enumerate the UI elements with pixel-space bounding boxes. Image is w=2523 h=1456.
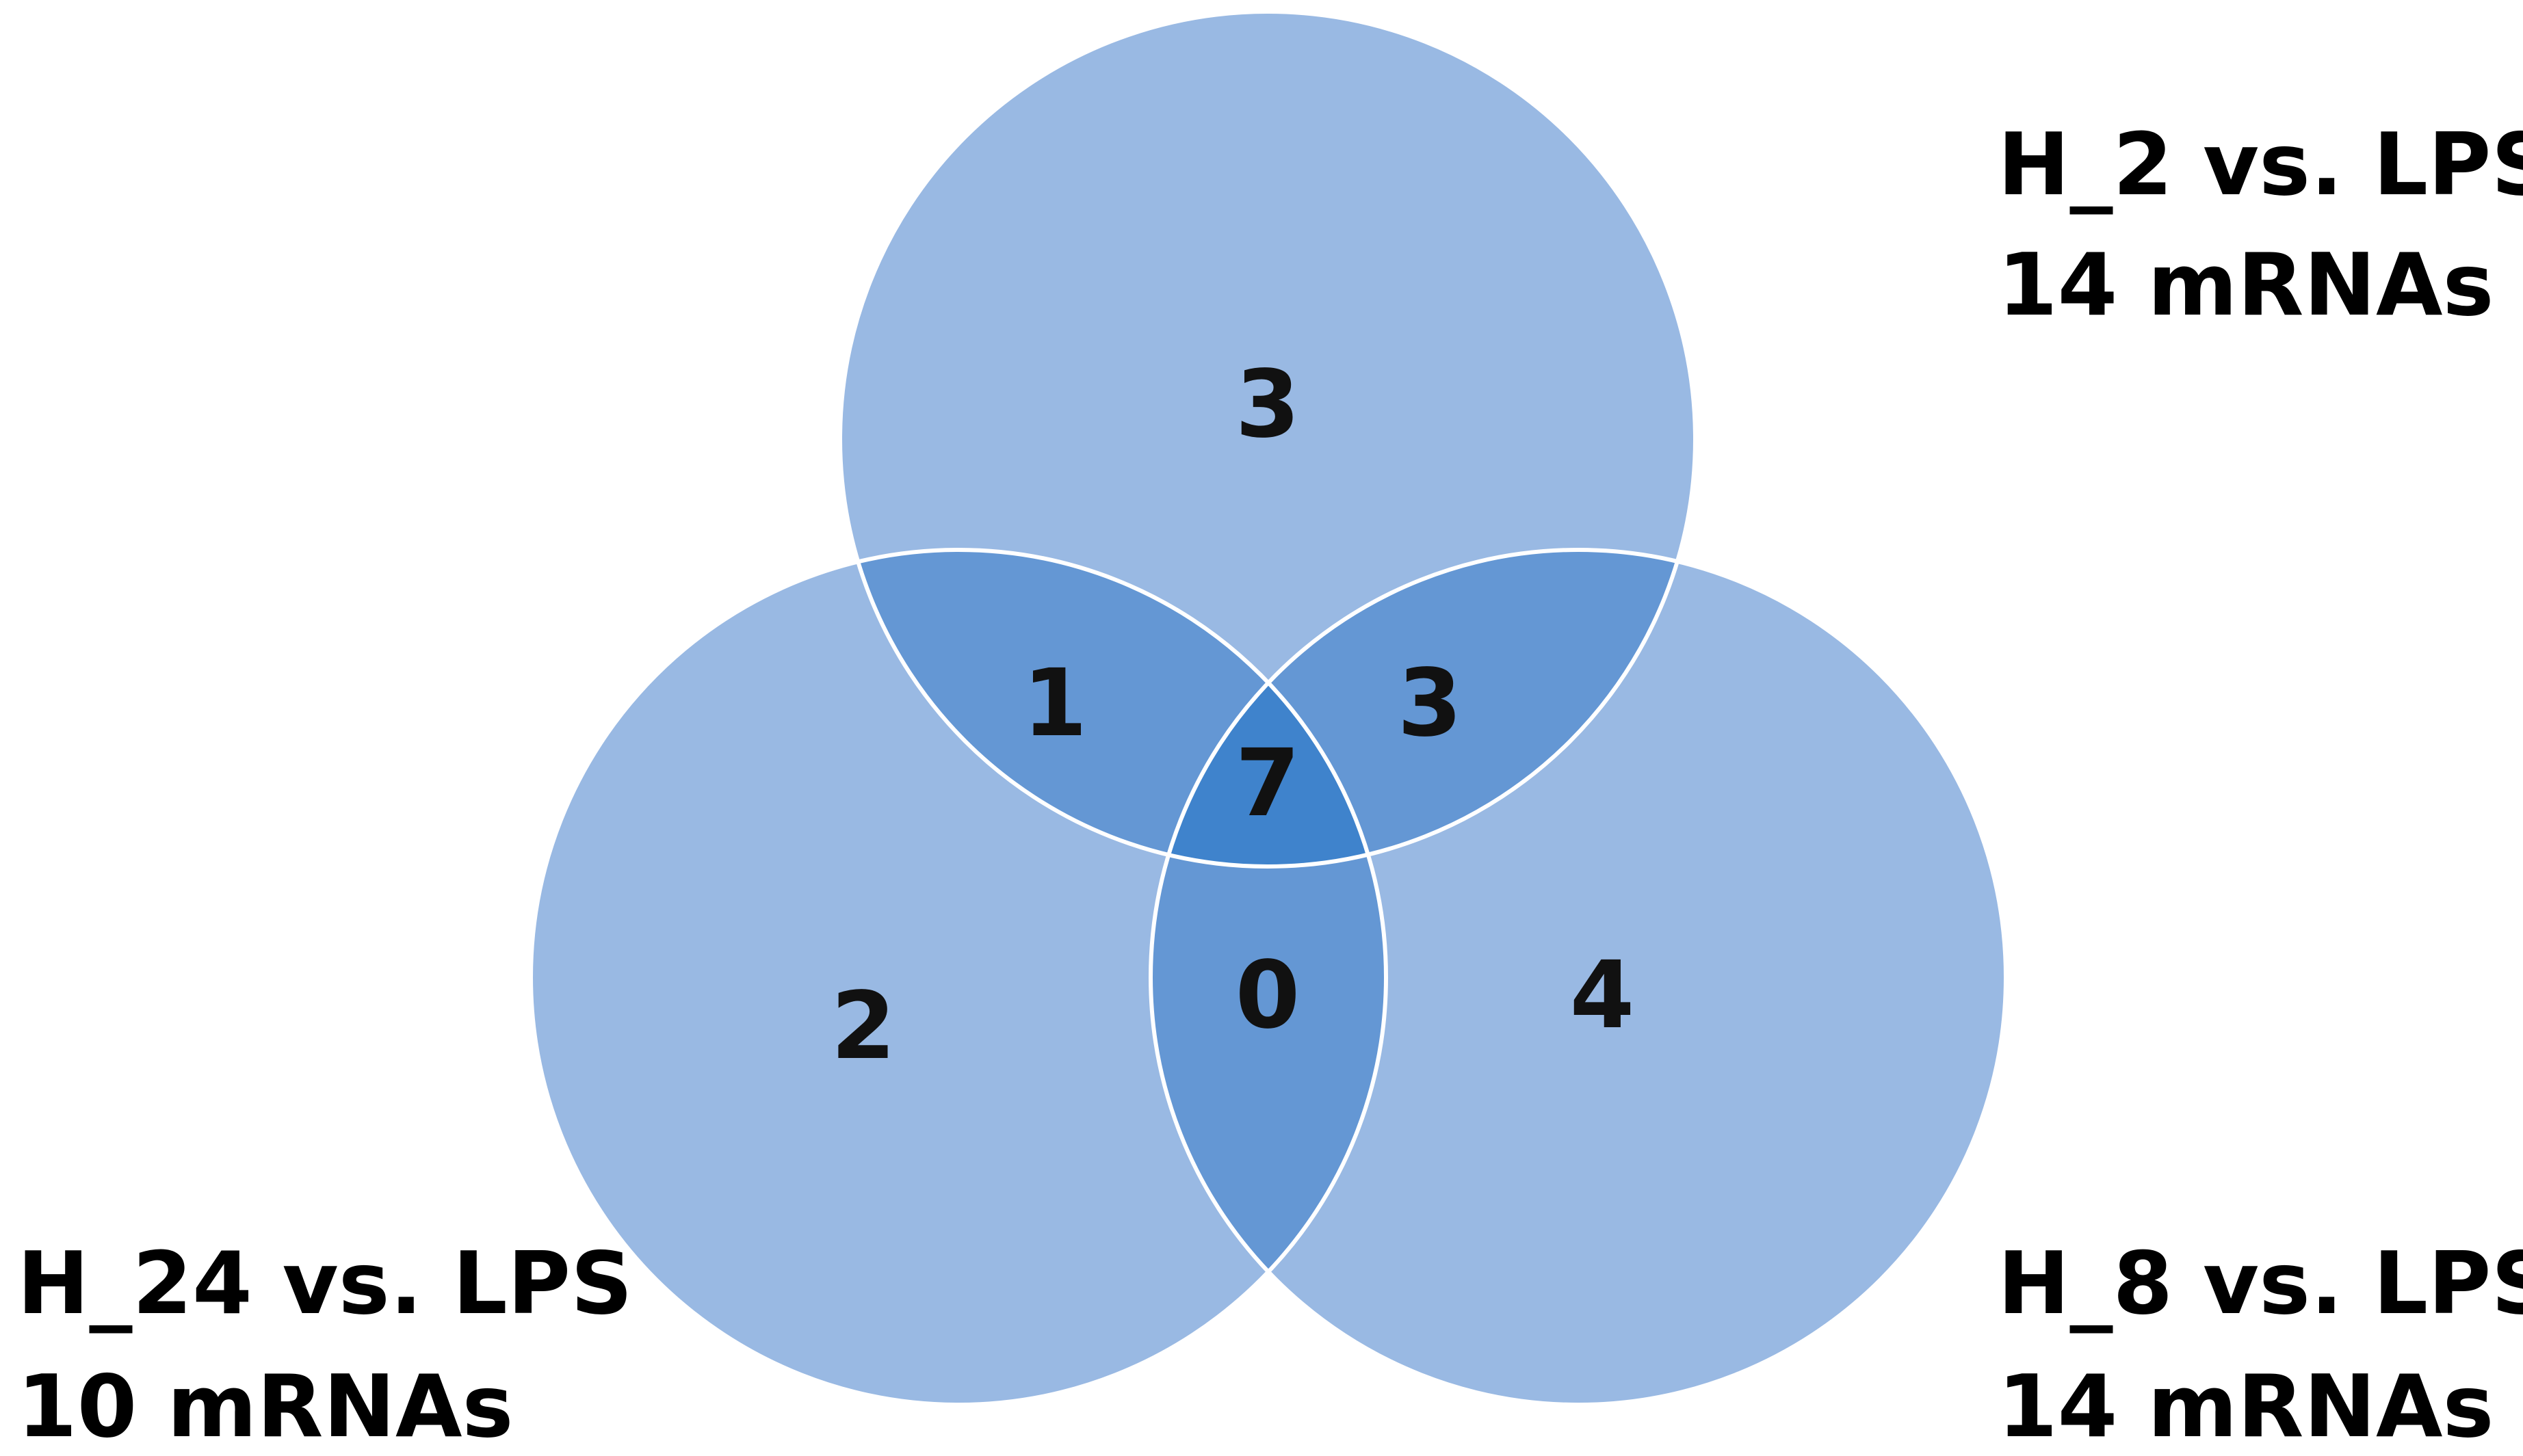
label-right-set-count: 14 mRNAs (1998, 1356, 2494, 1456)
count-right-only: 4 (1570, 942, 1635, 1050)
outline-right (1149, 548, 2008, 1407)
count-left-only: 2 (831, 972, 896, 1081)
count-all-three: 7 (1236, 730, 1300, 838)
label-top-set-name: H_2 vs. LPS (1998, 114, 2523, 215)
region-counts: 3 1 3 7 2 0 4 (831, 351, 1635, 1081)
outline-top (838, 10, 1697, 869)
label-top-set-count: 14 mRNAs (1998, 235, 2494, 335)
count-top-only: 3 (1236, 351, 1300, 459)
count-top-right: 3 (1398, 650, 1463, 758)
overlap-top-left (840, 550, 1386, 866)
label-right-set-name: H_8 vs. LPS (1998, 1233, 2523, 1334)
set-labels: H_2 vs. LPS 14 mRNAs H_24 vs. LPS 10 mRN… (17, 114, 2523, 1456)
label-left-set-name: H_24 vs. LPS (17, 1233, 633, 1334)
count-left-right: 0 (1236, 942, 1300, 1050)
overlap-top-right (1151, 550, 1695, 866)
label-left-set-count: 10 mRNAs (17, 1356, 513, 1456)
circle-outlines (529, 10, 2008, 1407)
count-top-left: 1 (1023, 650, 1088, 758)
outline-left (529, 548, 1388, 1407)
